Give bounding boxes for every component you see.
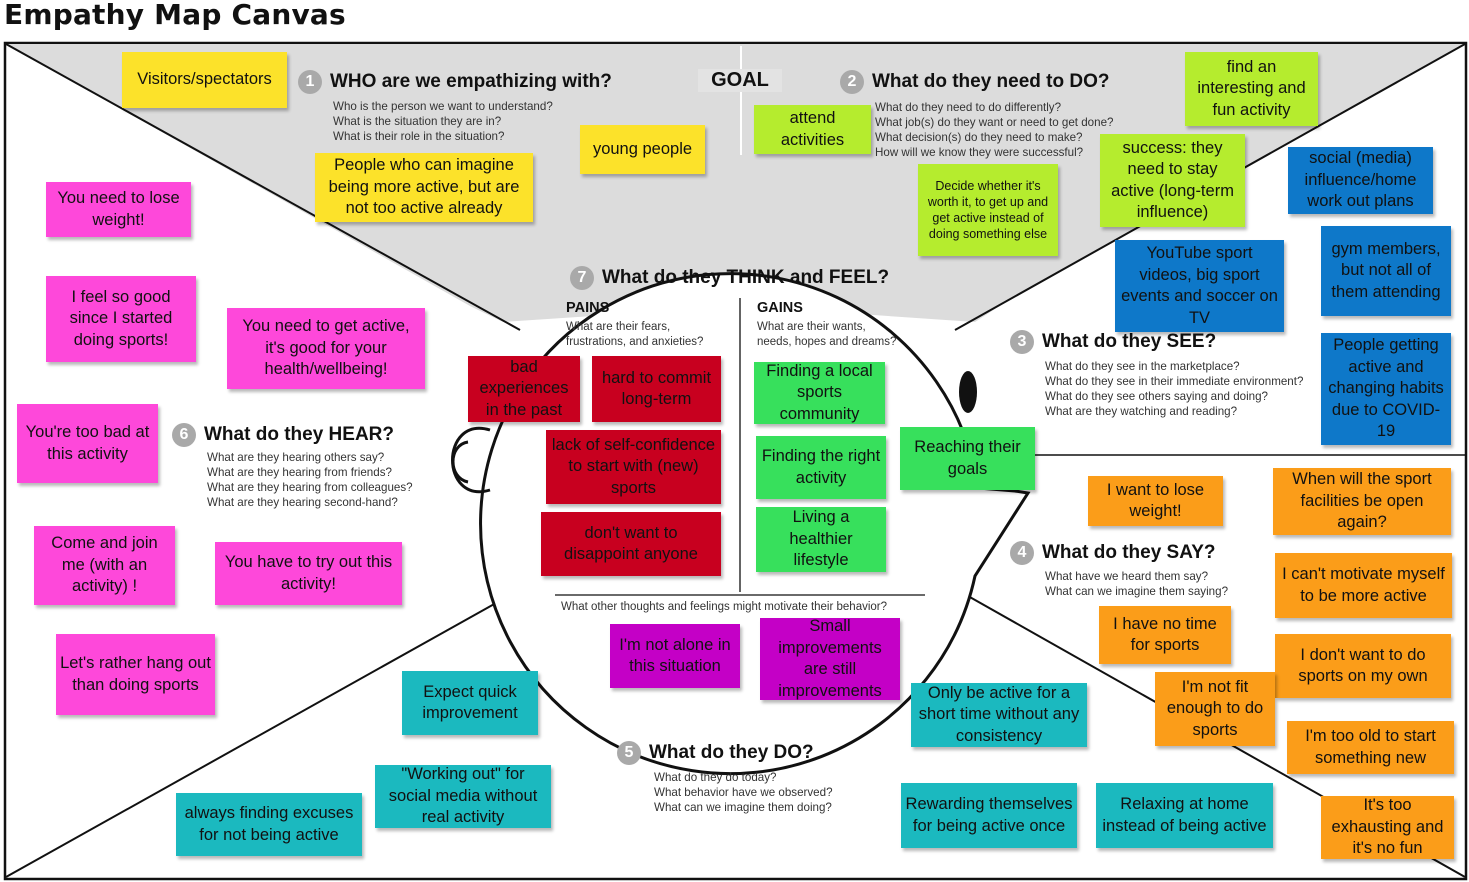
section-number: 4 [1010,541,1034,565]
goal-band [6,44,1465,322]
sticky-note-hear[interactable]: You need to get active, it's good for yo… [227,308,425,389]
sticky-note-hear[interactable]: Come and join me (with an activity) ! [34,526,175,605]
section-do-need: 2 What do they need to DO? What do they … [840,70,1113,160]
section-title: What do they DO? [649,742,814,763]
goal-label: GOAL [698,69,782,92]
section-think-feel: 7 What do they THINK and FEEL? [570,266,889,290]
pains-question: What are their fears, [566,321,671,333]
section-question: What behavior have we observed? [654,786,833,799]
section-question: What are they hearing from friends? [207,466,392,479]
section-question: What do they need to do differently? [875,101,1062,114]
sticky-note-pain[interactable]: bad experiences in the past [468,356,580,422]
sticky-note-say[interactable]: When will the sport facilities be open a… [1273,468,1451,535]
head-eye [959,371,977,413]
sticky-note-say[interactable]: It's too exhausting and it's no fun [1321,796,1454,859]
section-number: 2 [840,70,864,94]
section-question: What are they hearing second-hand? [207,496,398,509]
sticky-note-say[interactable]: I want to lose weight! [1088,476,1223,526]
gains-title: GAINS [757,300,803,316]
section-number: 1 [298,70,322,94]
sticky-note-say[interactable]: I'm not fit enough to do sports [1155,672,1275,746]
sticky-note-pain[interactable]: hard to commit long-term [592,356,721,422]
sticky-note-do[interactable]: always finding excuses for not being act… [176,793,362,856]
section-title: What do they SAY? [1042,542,1216,563]
sticky-note-say[interactable]: I'm too old to start something new [1287,721,1454,774]
section-number: 6 [172,423,196,447]
section-question: What can we imagine them saying? [1045,585,1229,598]
pains-title: PAINS [566,300,610,316]
section-question: What is the situation they are in? [333,115,502,128]
section-question: What job(s) do they want or need to get … [875,116,1114,129]
sticky-note-say[interactable]: I have no time for sports [1099,606,1231,664]
sticky-note-pain[interactable]: lack of self-confidence to start with (n… [546,430,721,504]
sticky-note-pain[interactable]: don't want to disappoint anyone [541,512,721,576]
sticky-note-gain[interactable]: Finding the right activity [756,436,886,499]
sticky-note-gain[interactable]: Living a healthier lifestyle [756,507,886,572]
section-number: 3 [1010,330,1034,354]
section-number: 5 [617,741,641,765]
head-ear-inner [451,440,469,484]
sticky-note-gain[interactable]: Reaching their goals [900,427,1035,490]
sticky-note-other-thought[interactable]: I'm not alone in this situation [610,624,740,688]
section-title: What do they HEAR? [204,424,394,445]
sticky-note-see[interactable]: gym members, but not all of them attendi… [1321,226,1451,316]
sticky-note-say[interactable]: I can't motivate myself to be more activ… [1275,553,1452,618]
section-question: How will we know they were successful? [875,146,1084,159]
sticky-note-say[interactable]: I don't want to do sports on my own [1275,634,1451,698]
section-title: WHO are we empathizing with? [330,71,612,92]
section-question: What are they watching and reading? [1045,405,1238,418]
gains-questions: What are their wants, needs, hopes and d… [757,320,896,350]
sticky-note-who[interactable]: young people [580,125,705,174]
section-question: What is their role in the situation? [333,130,505,143]
sticky-note-hear[interactable]: You need to lose weight! [46,182,191,237]
sticky-note-hear[interactable]: You have to try out this activity! [215,542,402,605]
section-title: What do they THINK and FEEL? [602,267,890,288]
sticky-note-see[interactable]: social (media) influence/home work out p… [1288,147,1433,214]
sticky-note-do-need[interactable]: attend activities [754,105,871,154]
section-number: 7 [570,266,594,290]
sticky-note-who[interactable]: People who can imagine being more active… [315,153,533,222]
section-question: What do they see others saying and doing… [1045,390,1269,403]
pains-questions: What are their fears, frustrations, and … [566,320,703,350]
sticky-note-do-need[interactable]: Decide whether it's worth it, to get up … [918,164,1058,256]
section-question: What can we imagine them doing? [654,801,832,814]
sticky-note-do-need[interactable]: find an interesting and fun activity [1185,52,1318,126]
page-title: Empathy Map Canvas [4,0,346,31]
section-question: What are they hearing from colleagues? [207,481,413,494]
sticky-note-hear[interactable]: You're too bad at this activity [17,404,158,483]
sticky-note-do[interactable]: Relaxing at home instead of being active [1096,783,1273,848]
section-question: What have we heard them say? [1045,570,1209,583]
gains-question: needs, hopes and dreams? [757,336,897,348]
sticky-note-do[interactable]: Only be active for a short time without … [911,683,1087,747]
sticky-note-do[interactable]: "Working out" for social media without r… [375,765,551,828]
sticky-note-see[interactable]: People getting active and changing habit… [1321,333,1451,445]
sticky-note-do[interactable]: Expect quick improvement [402,671,538,735]
sticky-note-hear[interactable]: Let's rather hang out than doing sports [56,634,215,715]
other-question: What other thoughts and feelings might m… [561,601,888,613]
gains-question: What are their wants, [757,321,866,333]
section-question: What do they see in the marketplace? [1045,360,1240,373]
sticky-note-who[interactable]: Visitors/spectators [122,52,287,108]
section-say: 4 What do they SAY? What have we heard t… [1010,541,1228,599]
sticky-note-gain[interactable]: Finding a local sports community [754,362,885,424]
section-question: Who is the person we want to understand? [333,100,553,113]
pains-question: frustrations, and anxieties? [566,336,704,348]
section-title: What do they SEE? [1042,331,1217,352]
title-tab [0,0,438,36]
section-question: What decision(s) do they need to make? [875,131,1083,144]
sticky-note-other-thought[interactable]: Small improvements are still improvement… [760,618,900,700]
sticky-note-do-need[interactable]: success: they need to stay active (long-… [1100,134,1245,227]
sticky-note-hear[interactable]: I feel so good since I started doing spo… [46,276,196,362]
sticky-note-do[interactable]: Rewarding themselves for being active on… [901,783,1077,848]
section-do: 5 What do they DO? What do they do today… [617,741,833,815]
section-who: 1 WHO are we empathizing with? Who is th… [298,70,612,144]
section-question: What do they see in their immediate envi… [1045,375,1304,388]
sticky-note-see[interactable]: YouTube sport videos, big sport events a… [1115,240,1284,332]
section-title: What do they need to DO? [872,71,1110,92]
section-question: What do they do today? [654,771,777,784]
section-hear: 6 What do they HEAR? What are they heari… [172,423,413,510]
section-question: What are they hearing others say? [207,451,385,464]
section-see: 3 What do they SEE? What do they see in … [1010,330,1303,419]
